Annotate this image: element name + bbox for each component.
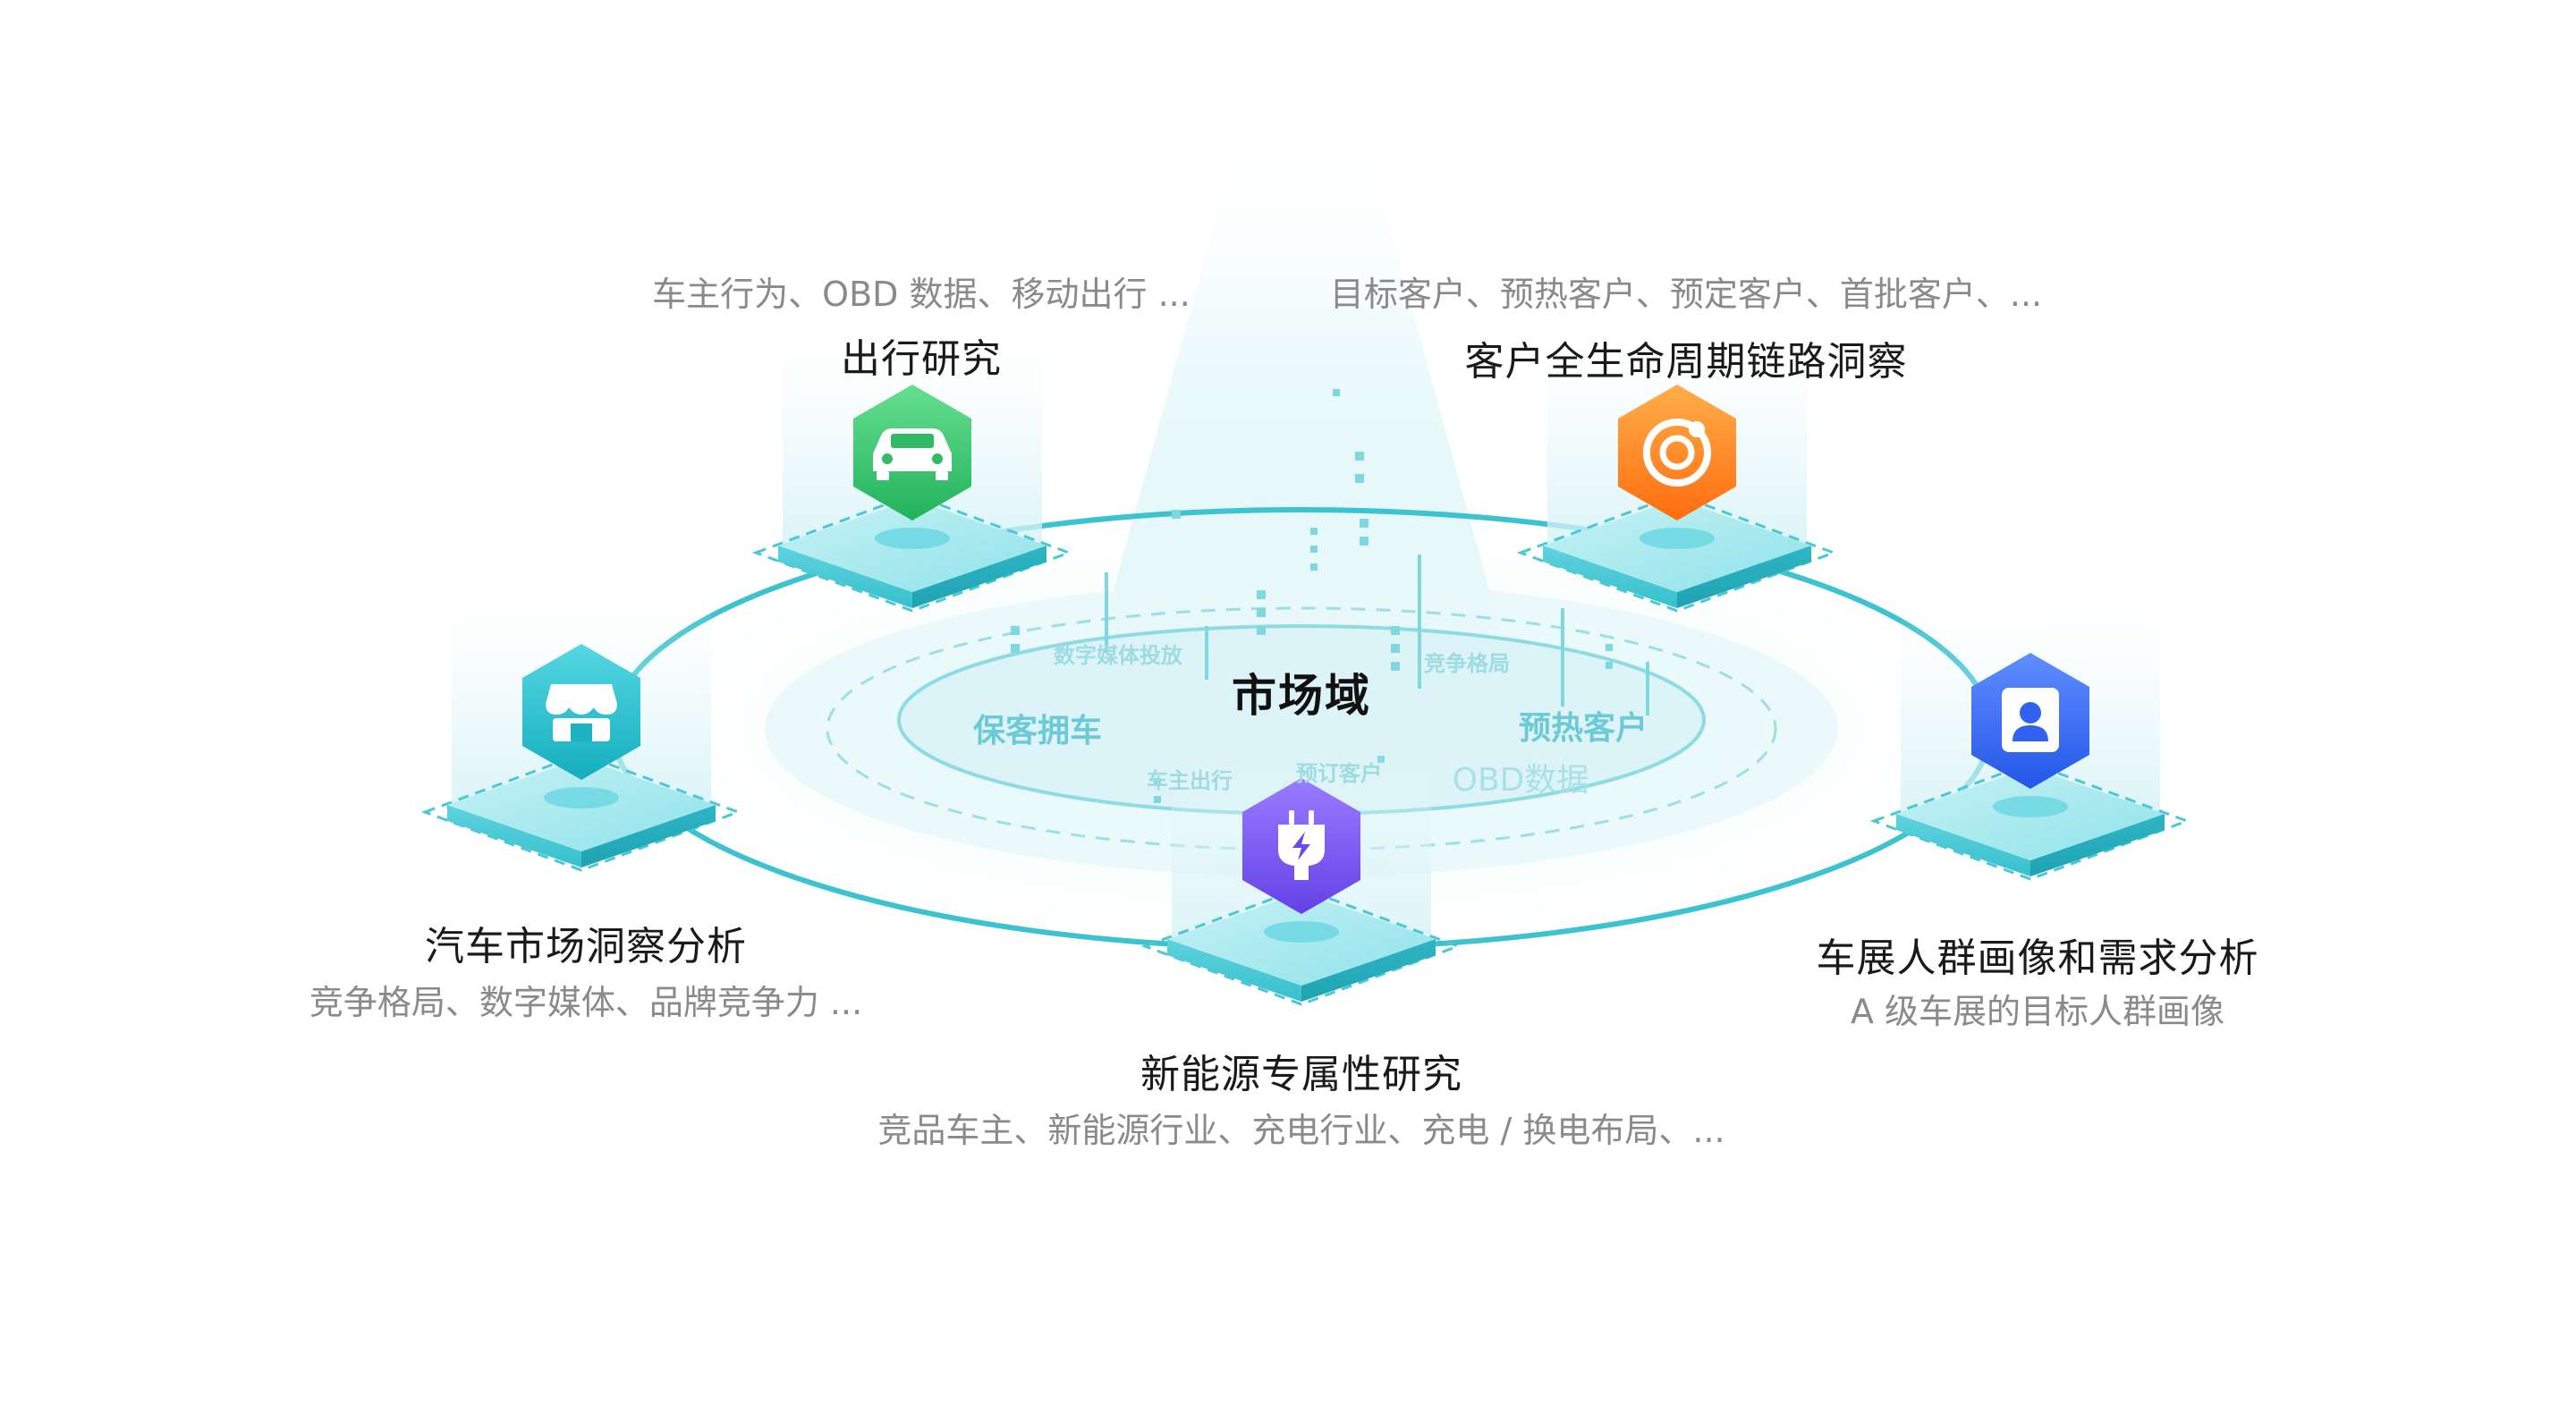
module-subtitle: 竞争格局、数字媒体、品牌竞争力 ... bbox=[309, 983, 863, 1022]
module-expo[interactable] bbox=[1869, 608, 2191, 881]
module-title: 新能源专属性研究 bbox=[1140, 1052, 1462, 1097]
module-travel[interactable] bbox=[751, 340, 1073, 613]
center-tag: 预热客户 bbox=[1518, 710, 1648, 747]
center-tag: 数字媒体投放 bbox=[1054, 643, 1182, 668]
module-subtitle: 目标客户、预热客户、预定客户、首批客户、... bbox=[1329, 275, 2043, 314]
center-tag: 保客拥车 bbox=[972, 713, 1103, 749]
data-particles bbox=[1011, 389, 1649, 803]
module-subtitle: A 级车展的目标人群画像 bbox=[1850, 992, 2225, 1031]
center-tag: OBD数据 bbox=[1452, 762, 1589, 799]
orbit-icon bbox=[1643, 419, 1711, 487]
module-ev[interactable] bbox=[1140, 733, 1462, 1006]
center-title: 市场域 bbox=[1232, 670, 1371, 722]
charging-plug-icon bbox=[1278, 810, 1325, 880]
center-tag: 竞争格局 bbox=[1424, 651, 1510, 676]
car-icon bbox=[873, 428, 952, 480]
module-title: 汽车市场洞察分析 bbox=[425, 924, 747, 969]
module-market[interactable] bbox=[420, 599, 742, 872]
module-title: 客户全生命周期链路洞察 bbox=[1464, 339, 1908, 385]
module-customer[interactable] bbox=[1516, 340, 1838, 613]
center-tag: 预订客户 bbox=[1296, 761, 1382, 786]
module-subtitle: 车主行为、OBD 数据、移动出行 ... bbox=[652, 275, 1191, 314]
module-title: 车展人群画像和需求分析 bbox=[1816, 935, 2259, 981]
center-tag: 车主出行 bbox=[1147, 768, 1233, 793]
store-icon bbox=[546, 684, 617, 741]
user-portrait-icon bbox=[2002, 688, 2059, 752]
module-subtitle: 竞品车主、新能源行业、充电行业、充电 / 换电布局、... bbox=[877, 1111, 1725, 1150]
module-title: 出行研究 bbox=[841, 336, 1002, 382]
hexagon-badge bbox=[1618, 385, 1736, 521]
